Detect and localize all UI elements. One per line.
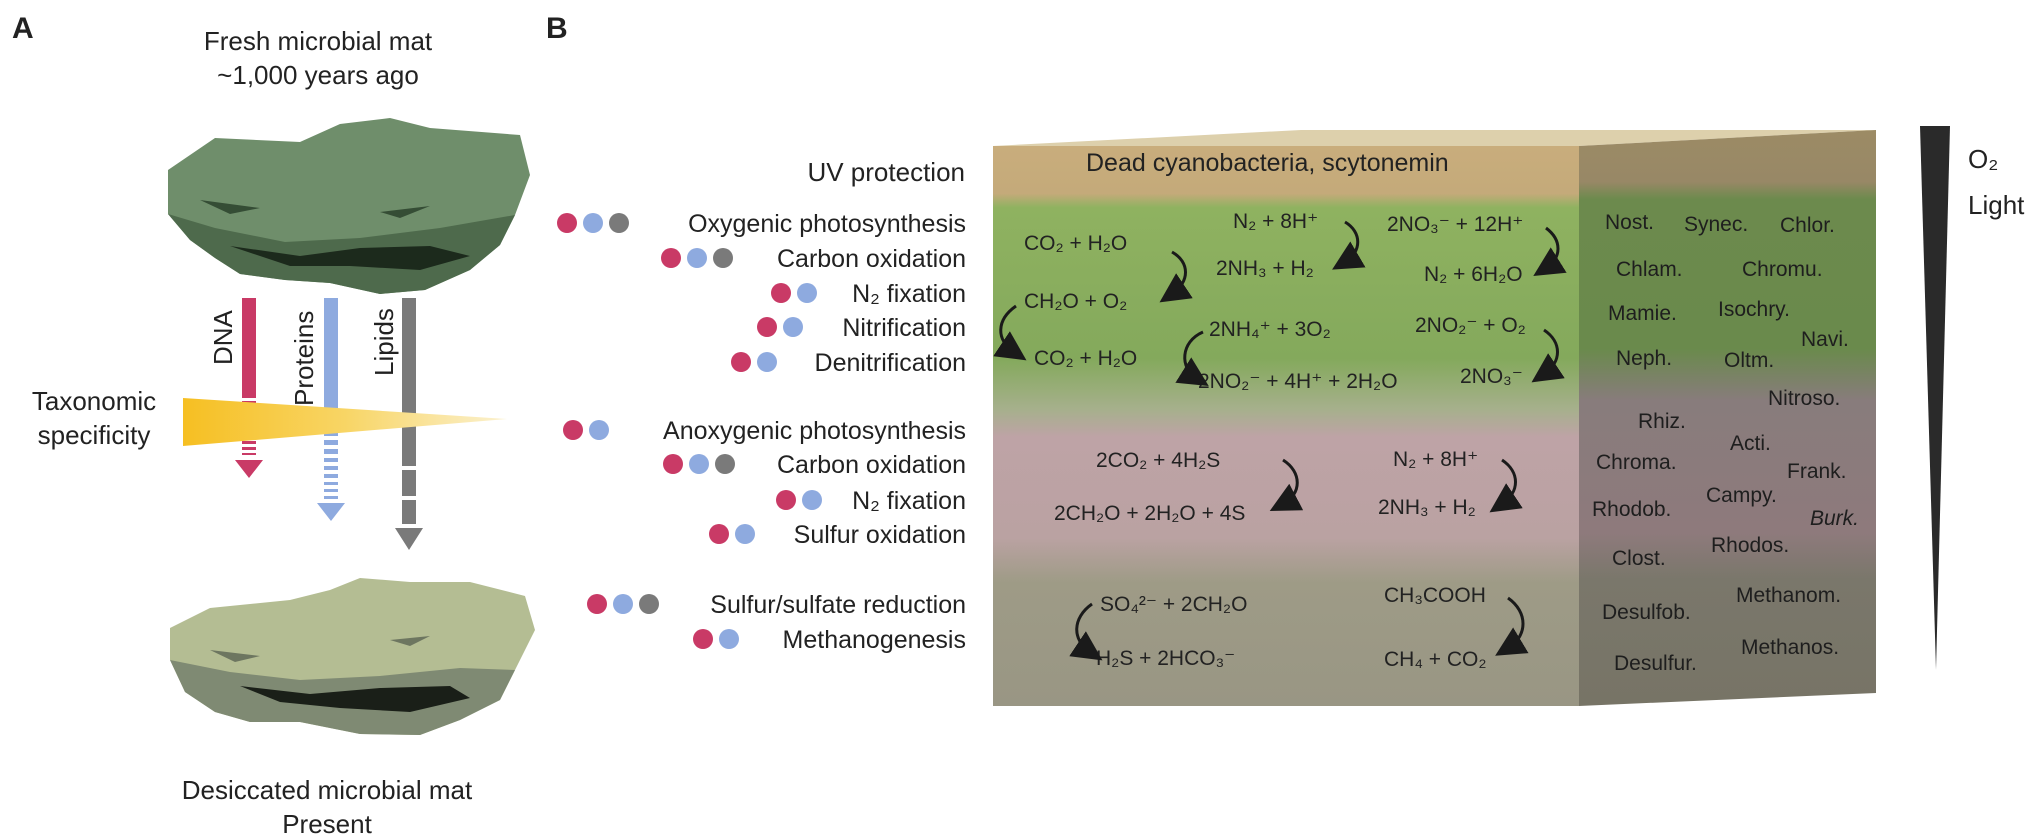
- eq-so4-2ch2o: SO₄²⁻ + 2CH₂O: [1100, 593, 1247, 616]
- eq-2no3-12h: 2NO₃⁻ + 12H⁺: [1387, 213, 1523, 236]
- taxon-clost: Clost.: [1612, 547, 1666, 570]
- taxon-chlam: Chlam.: [1616, 258, 1683, 281]
- taxon-rhodos: Rhodos.: [1711, 534, 1789, 557]
- taxon-neph: Neph.: [1616, 347, 1672, 370]
- dead-layer-text: Dead cyanobacteria, scytonemin: [1086, 149, 1449, 177]
- fresh-mat-age: ~1,000 years ago: [217, 60, 419, 90]
- eq-ch3cooh: CH₃COOH: [1384, 584, 1486, 607]
- arrow-respiration: [993, 304, 1027, 361]
- eq-co2-h2o-bottom: CO₂ + H₂O: [1034, 347, 1137, 370]
- equations-anoxic-layer: 2CO₂ + 4H₂S 2CH₂O + 2H₂O + 4S N₂ + 8H⁺ 2…: [1054, 448, 1523, 525]
- taxon-methanom: Methanom.: [1736, 584, 1841, 607]
- eq-n2-8h-anoxic: N₂ + 8H⁺: [1393, 448, 1478, 471]
- fresh-mat-title: Fresh microbial mat: [204, 26, 433, 56]
- fresh-mat-illustration: [168, 118, 530, 294]
- desiccated-mat-age: Present: [282, 809, 372, 837]
- process-denitrification: Denitrification: [815, 349, 966, 377]
- dna-arrow: [235, 298, 263, 478]
- taxon-burk: Burk.: [1810, 507, 1859, 530]
- equations-oxic-layer: CO₂ + H₂O CH₂O + O₂ CO₂ + H₂O N₂ + 8H⁺ 2…: [993, 210, 1567, 393]
- equations-deep-layer: SO₄²⁻ + 2CH₂O H₂S + 2HCO₃⁻ CH₃COOH CH₄ +…: [1069, 584, 1529, 671]
- eq-2no3: 2NO₃⁻: [1460, 365, 1523, 388]
- arrow-sulfate-reduction: [1069, 602, 1103, 661]
- arrow-n2-fixation: [1332, 220, 1366, 270]
- process-nitrification: Nitrification: [842, 314, 966, 342]
- light-label: Light: [1968, 190, 2025, 220]
- eq-2ch2o-2h2o-4s: 2CH₂O + 2H₂O + 4S: [1054, 502, 1245, 525]
- taxa-labels: Nost. Synec. Chlor. Chlam. Chromu. Mamie…: [1592, 211, 1859, 675]
- uv-protection-label: UV protection: [807, 157, 965, 187]
- taxon-nost: Nost.: [1605, 211, 1654, 234]
- eq-h2s-2hco3: H₂S + 2HCO₃⁻: [1096, 647, 1235, 670]
- eq-2no2-4h-2h2o: 2NO₂⁻ + 4H⁺ + 2H₂O: [1198, 370, 1398, 393]
- dna-label: DNA: [208, 309, 238, 365]
- arrow-nitrification-1: [1175, 330, 1209, 386]
- taxonomic-label-line2: specificity: [38, 420, 151, 450]
- eq-2co2-4h2s: 2CO₂ + 4H₂S: [1096, 449, 1220, 472]
- taxon-nitroso: Nitroso.: [1768, 387, 1840, 410]
- eq-2nh3-h2-anoxic: 2NH₃ + H₂: [1378, 496, 1476, 519]
- process-carbon-oxidation-oxic: Carbon oxidation: [777, 245, 966, 273]
- block-top-face: [993, 130, 1876, 146]
- taxon-synec: Synec.: [1684, 213, 1748, 236]
- eq-2nh4-3o2: 2NH₄⁺ + 3O₂: [1209, 318, 1331, 341]
- arrow-anoxygenic: [1269, 458, 1304, 511]
- panel-a-letter: A: [12, 12, 34, 45]
- o2-light-gradient-wedge: [1920, 126, 1950, 670]
- eq-2nh3-h2: 2NH₃ + H₂: [1216, 257, 1314, 280]
- block-side-face: [1579, 130, 1876, 706]
- arrow-methanogenesis: [1495, 596, 1529, 656]
- desiccated-mat-title: Desiccated microbial mat: [182, 775, 473, 805]
- taxon-desulfur: Desulfur.: [1614, 652, 1697, 675]
- eq-ch4-co2: CH₄ + CO₂: [1384, 648, 1487, 671]
- process-oxygenic-photosynthesis: Oxygenic photosynthesis: [688, 210, 966, 238]
- arrow-n2-fixation-anoxic: [1489, 458, 1523, 513]
- process-n2-fixation-anoxic: N₂ fixation: [852, 487, 966, 515]
- taxon-chromu: Chromu.: [1742, 258, 1823, 281]
- taxon-acti: Acti.: [1730, 432, 1771, 455]
- process-sulfate-reduction: Sulfur/sulfate reduction: [710, 591, 966, 619]
- taxon-oltm: Oltm.: [1724, 349, 1774, 372]
- process-list: Oxygenic photosynthesis Carbon oxidation…: [557, 210, 966, 654]
- process-methanogenesis: Methanogenesis: [783, 626, 966, 654]
- eq-n2-6h2o: N₂ + 6H₂O: [1424, 263, 1523, 286]
- process-carbon-oxidation-anoxic: Carbon oxidation: [777, 451, 966, 479]
- eq-n2-8h: N₂ + 8H⁺: [1233, 210, 1318, 233]
- taxon-rhiz: Rhiz.: [1638, 410, 1686, 433]
- taxonomic-specificity-wedge: [183, 398, 507, 446]
- taxon-frank: Frank.: [1787, 460, 1847, 483]
- eq-ch2o-o2: CH₂O + O₂: [1024, 290, 1127, 313]
- desiccated-mat-illustration: [170, 578, 535, 735]
- arrow-denitrification: [1533, 226, 1567, 276]
- taxon-chroma: Chroma.: [1596, 451, 1677, 474]
- proteins-arrow: [317, 298, 345, 521]
- block-front-face: [993, 146, 1579, 706]
- taxon-navi: Navi.: [1801, 328, 1849, 351]
- taxon-methanos: Methanos.: [1741, 636, 1839, 659]
- process-n2-fixation-oxic: N₂ fixation: [852, 280, 966, 308]
- taxon-campy: Campy.: [1706, 484, 1777, 507]
- mat-layer-block: [993, 130, 1876, 706]
- taxon-rhodob: Rhodob.: [1592, 498, 1671, 521]
- taxon-mamie: Mamie.: [1608, 302, 1677, 325]
- arrow-nitrification-2: [1531, 328, 1565, 383]
- proteins-label: Proteins: [289, 311, 319, 406]
- panel-b-letter: B: [546, 12, 568, 45]
- taxonomic-label-line1: Taxonomic: [32, 386, 156, 416]
- taxon-chlor: Chlor.: [1780, 214, 1835, 237]
- process-sulfur-oxidation: Sulfur oxidation: [794, 521, 966, 549]
- taxon-desulfob: Desulfob.: [1602, 601, 1691, 624]
- lipids-label: Lipids: [369, 308, 399, 376]
- taxon-isochry: Isochry.: [1718, 298, 1790, 321]
- eq-co2-h2o-top: CO₂ + H₂O: [1024, 232, 1127, 255]
- process-anoxygenic-photosynthesis: Anoxygenic photosynthesis: [663, 417, 966, 445]
- arrow-photosynthesis: [1159, 250, 1193, 303]
- o2-label: O₂: [1968, 144, 1998, 174]
- eq-2no2-o2: 2NO₂⁻ + O₂: [1415, 314, 1526, 337]
